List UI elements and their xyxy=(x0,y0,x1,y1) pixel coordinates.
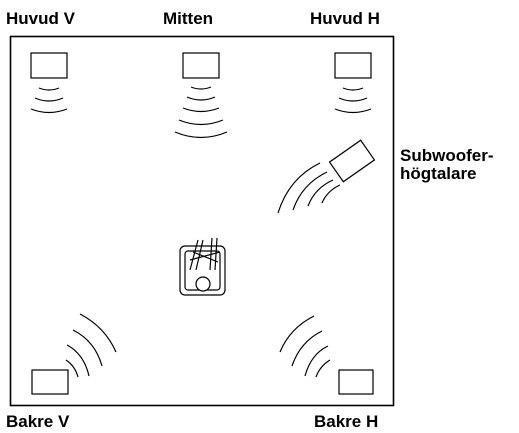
label-rear-left: Bakre V xyxy=(6,412,70,431)
front-left-speaker xyxy=(30,52,68,114)
label-front-right: Huvud H xyxy=(310,9,380,28)
label-subwoofer-line2: högtalare xyxy=(400,164,477,183)
listener-icon xyxy=(179,237,226,296)
label-rear-right: Bakre H xyxy=(314,412,379,431)
label-front-left: Huvud V xyxy=(6,9,75,28)
rear-left-speaker xyxy=(31,313,117,395)
subwoofer xyxy=(277,139,376,214)
label-subwoofer-line1: Subwoofer- xyxy=(400,146,494,165)
front-right-speaker xyxy=(334,52,372,114)
room-outline xyxy=(9,35,395,407)
center-speaker xyxy=(174,52,228,139)
label-center: Mitten xyxy=(163,9,214,28)
rear-right-speaker xyxy=(279,315,374,395)
